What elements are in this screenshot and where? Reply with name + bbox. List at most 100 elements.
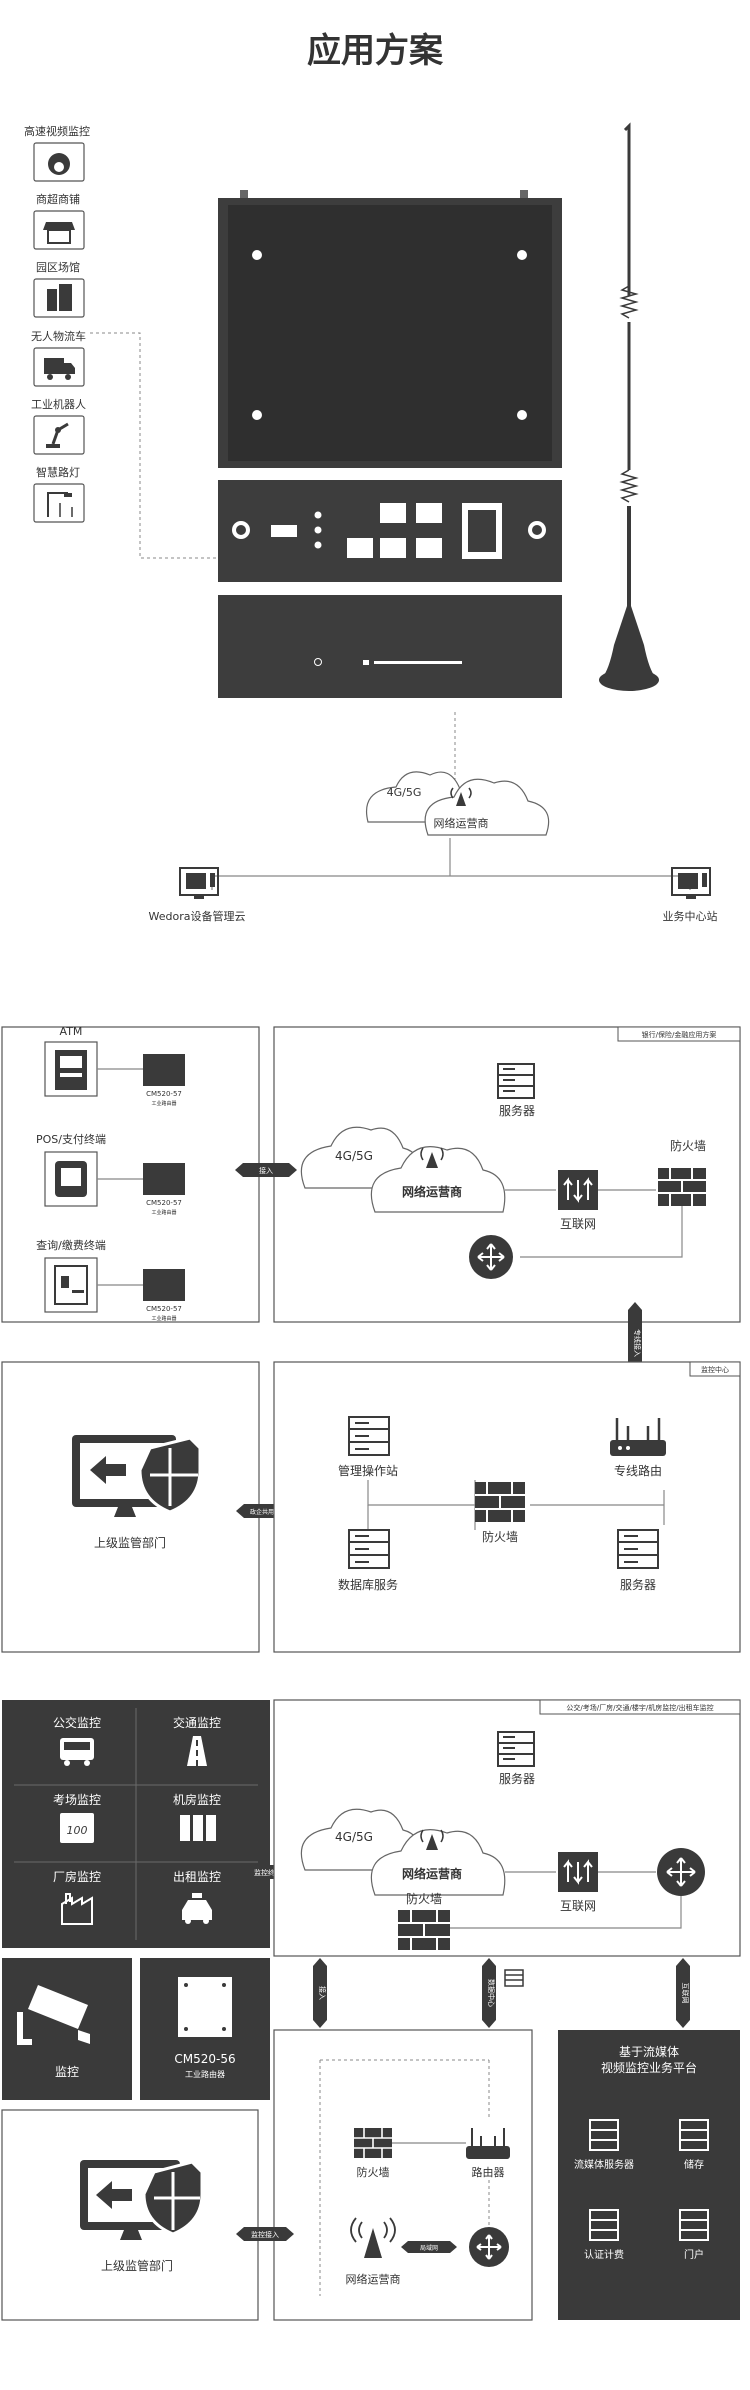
connector-line [520,1206,683,1258]
svg-text:厂房监控: 厂房监控 [53,1869,101,1884]
scenario-label: 无人物流车 [31,329,86,343]
connector-dashed [90,332,216,559]
platform-title: 基于流媒体 [619,2045,679,2059]
panel-tag: 银行/保险/金融应用方案 [642,1030,717,1039]
svg-text:交通监控: 交通监控 [173,1715,221,1730]
connector-dashed [319,2059,490,2296]
svg-text:接入: 接入 [318,1986,327,2000]
bus-icon [60,1738,94,1766]
pos-terminal-icon [55,1161,87,1197]
svg-text:4G/5G: 4G/5G [335,1149,373,1163]
station-left-label: Wedora设备管理云 [149,909,246,923]
router-device-top [218,190,562,468]
section-3: 公交监控 交通监控 考场监控 100 机房监控 厂房监控 出租监控 [1,1699,741,2321]
connector-line [211,838,691,890]
lan-arrow: 局域网 [401,2241,457,2253]
monitor-cell-room: 机房监控 [173,1792,221,1841]
scenario-label: 工业机器人 [31,397,86,411]
taxi-icon [182,1893,212,1924]
page-title: 应用方案 [307,31,444,71]
server-icon [497,1063,535,1099]
svg-text:4G/5G: 4G/5G [387,786,422,799]
scenario-label: 商超商铺 [36,192,80,206]
connector-line [367,1490,665,1530]
router-model: CM520-57 [146,1305,182,1313]
panel-tag: 公交/考场/厂房/交通/楼宇/机房监控/出租车监控 [566,1703,713,1712]
station-right-label: 业务中心站 [663,909,718,923]
svg-text:储存: 储存 [684,2158,704,2171]
vertical-arrow: 互联网 [676,1958,690,2028]
firewall-icon [475,1482,525,1522]
panel-tag: 监控中心 [701,1365,729,1374]
router-model: CM520-57 [146,1199,182,1207]
router-subtitle: 工业路由器 [151,1209,176,1216]
svg-text:认证计费: 认证计费 [584,2248,624,2261]
svg-text:公交监控: 公交监控 [53,1715,101,1730]
scenario-label: 智慧路灯 [36,465,80,479]
shop-icon [43,222,75,244]
terminal-label: ATM [60,1025,83,1038]
factory-icon [61,1893,93,1925]
scenario-label: 园区场馆 [36,260,80,274]
camera-panel [2,1958,132,2100]
monitor-access-arrow: 监控接入 [236,2227,294,2241]
server-rack-icon [180,1815,216,1841]
building-icon [47,284,72,311]
terminals-panel [1,1026,260,1323]
wifi-router-icon [466,2128,510,2159]
monitor-cell-traffic: 交通监控 [173,1715,221,1766]
svg-text:门户: 门户 [684,2248,704,2261]
server-label: 服务器 [620,1577,656,1592]
svg-text:考场监控: 考场监控 [53,1793,101,1807]
router-mini-group: CM520-57 工业路由器 CM520-57 工业路由器 CM520-57 工… [97,1054,185,1322]
server-icon [348,1529,390,1569]
kiosk-icon [54,1265,88,1305]
server-label: 服务器 [499,1103,535,1118]
server-label: 服务器 [499,1771,535,1786]
signal-tower-icon [350,2217,396,2258]
supervisor-shield-icon [80,2160,204,2240]
score-paper-icon: 100 [60,1813,94,1843]
platform-item: 认证计费 [584,2209,624,2261]
router-subtitle: 工业路由器 [151,1315,176,1322]
svg-text:机房监控: 机房监控 [173,1792,221,1807]
camera-label: 监控 [55,2065,79,2079]
svg-text:4G/5G: 4G/5G [335,1830,373,1844]
platform-item: 门户 [679,2209,709,2261]
terminal-label: POS/支付终端 [36,1132,106,1146]
inner-firewall-label: 防火墙 [357,2165,390,2179]
server-icon [348,1416,390,1456]
db-service-label: 数据库服务 [338,1577,398,1592]
router-model: CM520-57 [146,1090,182,1098]
supervisor-label: 上级监管部门 [94,1535,166,1550]
router-box-icon [178,1977,232,2037]
wifi-router-icon [610,1418,666,1456]
router-circle-icon [657,1848,705,1896]
svg-text:网络运营商: 网络运营商 [402,1184,462,1199]
router-circle-icon [469,1235,513,1279]
platform-title: 视频监控业务平台 [601,2060,697,2075]
internet-label: 互联网 [560,1217,596,1231]
signal-tower-icon [450,787,472,806]
svg-text:流媒体服务器: 流媒体服务器 [574,2158,634,2171]
monitor-icon [179,867,219,899]
dome-camera-icon [48,153,70,175]
small-server-icon [504,1969,524,1987]
antenna-icon [599,122,659,691]
op-station-label: 管理操作站 [338,1463,398,1478]
scenario-label: 高速视频监控 [24,124,90,138]
monitor-cell-exam: 考场监控 100 [53,1793,101,1843]
router-circle-icon [469,2227,509,2267]
supervisor-shield-icon [72,1435,202,1517]
internet-switch-icon [558,1170,598,1210]
atm-icon [55,1050,87,1090]
access-arrow: 接入 [235,1163,297,1177]
router-subtitle: 工业路由器 [151,1100,176,1107]
monitor-cell-factory: 厂房监控 [53,1869,101,1925]
scenario-box [33,415,85,455]
svg-text:数据中心: 数据中心 [487,1979,496,2007]
firewall-icon [354,2128,392,2158]
cloud-operator: 网络运营商 [370,1829,506,1896]
firewall-label: 防火墙 [670,1138,706,1153]
server-icon [497,1731,535,1767]
